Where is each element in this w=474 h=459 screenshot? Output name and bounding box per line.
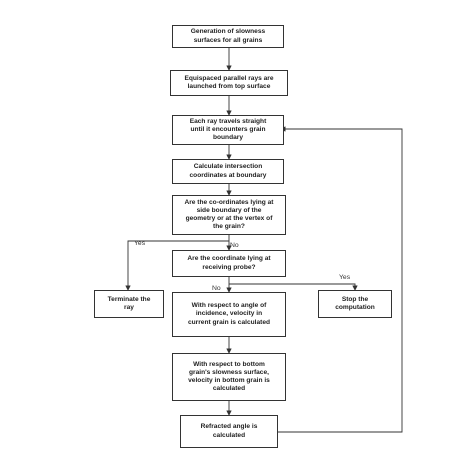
box-intersection-coords: Calculate intersection coordinates at bo… — [172, 159, 284, 184]
box-launch-rays: Equispaced parallel rays are launched fr… — [170, 70, 288, 96]
box-velocity-bottom-grain: With respect to bottom grain's slowness … — [172, 353, 286, 401]
box-refracted-angle: Refracted angle is calculated — [180, 415, 278, 448]
arrow-loop-back — [278, 126, 403, 433]
box-velocity-current-grain: With respect to angle of incidence, velo… — [172, 292, 286, 337]
box-side-boundary-question: Are the co-ordinates lying at side bound… — [172, 195, 286, 235]
label-yes-stop: Yes — [339, 274, 351, 281]
box-stop-computation: Stop the computation — [318, 290, 392, 318]
label-no-velocity: No — [212, 285, 221, 292]
box-ray-travels: Each ray travels straight until it encou… — [172, 115, 284, 145]
box-terminate-ray: Terminate the ray — [94, 290, 164, 318]
box-receiving-probe-question: Are the coordinate lying at receiving pr… — [172, 250, 286, 277]
arrow-b6-yes-stop — [229, 283, 358, 291]
label-no-continue: No — [230, 242, 239, 249]
label-yes-terminate: Yes — [134, 240, 146, 247]
arrow-b5-yes-terminate — [125, 240, 229, 291]
box-generation-slowness: Generation of slowness surfaces for all … — [172, 25, 284, 48]
